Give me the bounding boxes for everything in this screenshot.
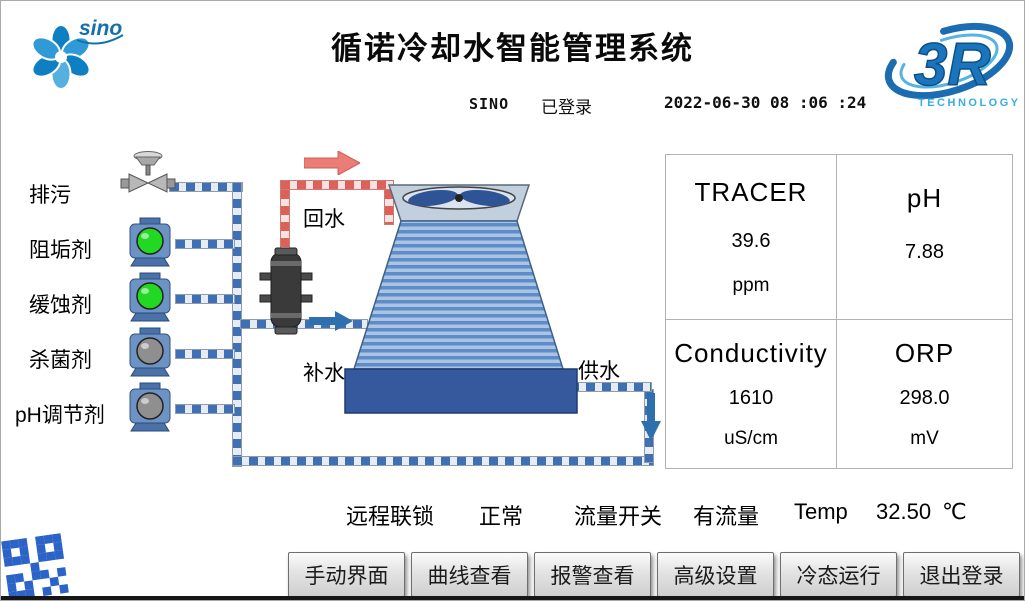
reading-name: Conductivity xyxy=(674,338,828,368)
page-title: 循诺冷却水智能管理系统 xyxy=(331,31,694,66)
label-corrosion-inhibitor: 缓蚀剂 xyxy=(29,294,92,317)
sino-logo-text: sino xyxy=(79,17,122,40)
pipe-return-riser xyxy=(280,189,290,255)
3r-logo-subtext: TECHNOLOGY xyxy=(918,97,1021,109)
label-ph-adjuster: pH调节剂 xyxy=(15,404,105,427)
tower-fan-icon xyxy=(402,186,516,210)
label-scale-inhibitor: 阻垢剂 xyxy=(29,239,92,262)
pump-status-lamp xyxy=(136,392,164,420)
temp-unit: ℃ xyxy=(942,499,967,524)
logout-button[interactable]: 退出登录 xyxy=(903,552,1020,597)
user-name: SINO xyxy=(469,95,510,113)
reading-orp: ORP 298.0 mV xyxy=(837,320,1012,468)
manual-screen-button[interactable]: 手动界面 xyxy=(288,552,405,597)
pipe-chem-3 xyxy=(175,349,235,359)
remote-interlock-value: 正常 xyxy=(479,504,524,529)
reading-value: 39.6 xyxy=(731,230,771,252)
datetime-text: 2022-06-30 08 :06 :24 xyxy=(664,93,867,112)
label-return-water: 回水 xyxy=(303,208,345,231)
temp-label: Temp xyxy=(794,499,848,524)
tower-basin xyxy=(344,368,578,414)
alarm-view-button[interactable]: 报警查看 xyxy=(534,552,651,597)
reading-value: 298.0 xyxy=(899,387,950,409)
label-makeup-water: 补水 xyxy=(303,362,345,385)
3r-logo-text: 3R xyxy=(914,31,991,98)
reading-unit: uS/cm xyxy=(724,428,778,449)
pump-ph-adjuster xyxy=(129,382,171,432)
qr-code-icon xyxy=(1,533,69,600)
pipe-return-drop xyxy=(384,189,394,225)
reading-unit: mV xyxy=(910,428,939,449)
label-supply-water: 供水 xyxy=(578,360,620,383)
supply-flow-arrow-icon xyxy=(641,393,661,441)
flow-switch-value: 有流量 xyxy=(693,504,760,529)
reading-name: ORP xyxy=(894,338,955,368)
cold-run-button[interactable]: 冷态运行 xyxy=(780,552,897,597)
pipe-chem-1 xyxy=(175,239,235,249)
filter-vessel xyxy=(259,247,313,335)
readings-panel: TRACER 39.6 ppm pH 7.88 Conductivity 161… xyxy=(665,154,1013,469)
pump-scale-inhibitor xyxy=(129,217,171,267)
reading-name: pH xyxy=(906,182,943,213)
pipe-chem-4 xyxy=(175,404,235,414)
cooling-tower xyxy=(344,184,578,414)
temp-value: 32.50 xyxy=(876,499,932,524)
pipe-bottom xyxy=(232,456,654,466)
label-blowdown: 排污 xyxy=(29,184,71,207)
makeup-flow-arrow-icon xyxy=(309,311,353,331)
reading-ph: pH 7.88 xyxy=(837,155,1012,320)
return-flow-arrow-icon xyxy=(304,151,360,175)
tower-body xyxy=(352,220,565,370)
pump-biocide xyxy=(129,327,171,377)
sino-logo: sino xyxy=(31,17,124,90)
pipe-makeup-water xyxy=(240,319,368,329)
window-bottom-edge xyxy=(1,596,1024,600)
login-status: 已登录 xyxy=(541,98,592,117)
pump-status-lamp xyxy=(136,337,164,365)
pump-status-lamp xyxy=(136,227,164,255)
reading-unit: ppm xyxy=(732,275,770,296)
flow-switch-label: 流量开关 xyxy=(574,504,663,529)
curve-view-button[interactable]: 曲线查看 xyxy=(411,552,528,597)
pipe-chem-2 xyxy=(175,294,235,304)
reading-conductivity: Conductivity 1610 uS/cm xyxy=(666,320,837,468)
remote-interlock-label: 远程联锁 xyxy=(346,504,435,529)
reading-tracer: TRACER 39.6 ppm xyxy=(666,155,837,320)
reading-name: TRACER xyxy=(694,177,808,207)
advanced-settings-button[interactable]: 高级设置 xyxy=(657,552,774,597)
pump-status-lamp xyxy=(136,282,164,310)
reading-value: 7.88 xyxy=(905,241,944,263)
blowdown-valve-icon xyxy=(120,151,176,193)
3r-technology-logo: 3R TECHNOLOGY xyxy=(884,22,1021,109)
label-biocide: 杀菌剂 xyxy=(29,349,92,372)
pump-corrosion-inhibitor xyxy=(129,272,171,322)
reading-value: 1610 xyxy=(728,387,774,409)
